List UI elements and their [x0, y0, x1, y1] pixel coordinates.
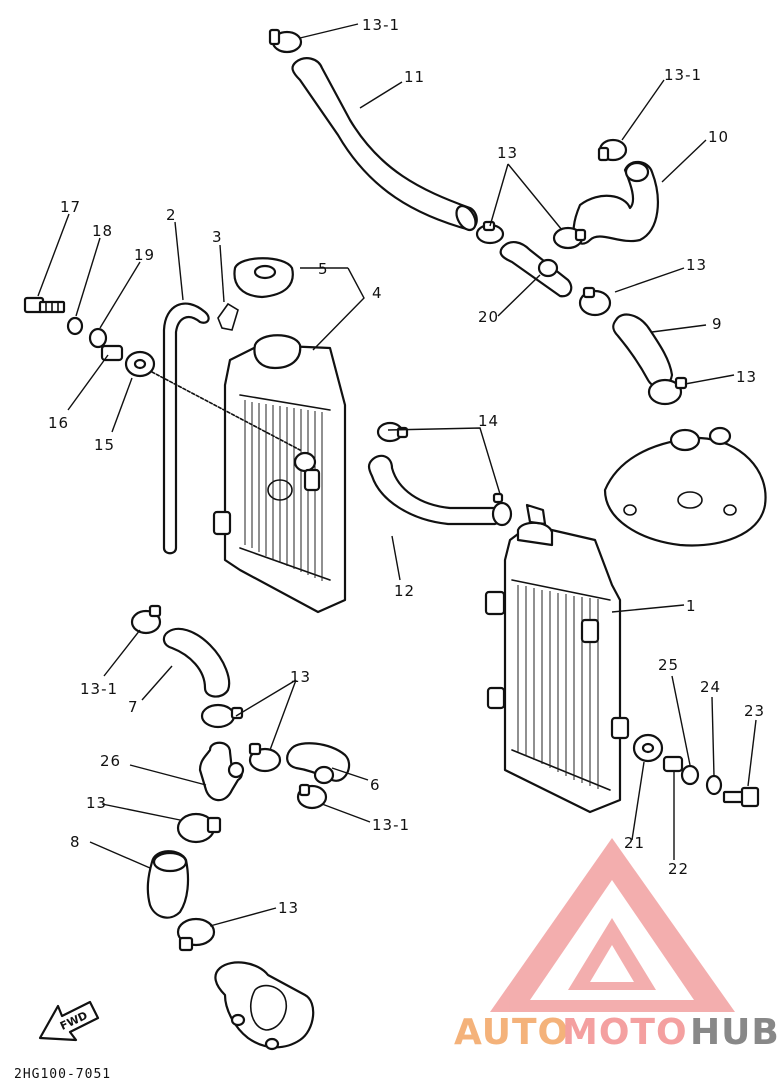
callout-13-e: 13 — [290, 668, 311, 686]
bolt-17 — [23, 296, 66, 314]
washer-19 — [88, 327, 108, 349]
washer-18 — [66, 316, 84, 336]
callout-1: 1 — [686, 597, 697, 615]
callout-7: 7 — [128, 698, 139, 716]
callout-20: 20 — [478, 308, 499, 326]
pipe-20 — [499, 241, 573, 298]
clamp-13-1-lower-left — [130, 604, 162, 635]
clip-3 — [217, 302, 239, 331]
callout-19: 19 — [134, 246, 155, 264]
clamp-13-h — [176, 917, 216, 952]
callout-17: 17 — [60, 198, 81, 216]
callout-13-h: 13 — [278, 899, 299, 917]
callout-13-g: 13 — [86, 794, 107, 812]
callout-13-1-lower: 13-1 — [372, 816, 410, 834]
collar-22 — [662, 755, 684, 773]
watermark-logo — [490, 838, 735, 1012]
grommet-15 — [124, 350, 156, 378]
callout-labels: 13-1 11 13-1 10 13 13 9 13 20 2 3 5 4 17… — [48, 16, 765, 917]
hose-11 — [291, 57, 478, 232]
callout-12: 12 — [394, 582, 415, 600]
clamp-13-d — [647, 376, 688, 406]
watermark-auto: AUTO — [454, 1012, 569, 1053]
hose-6 — [286, 742, 351, 785]
assembly-line — [151, 371, 301, 451]
callout-13-1-top: 13-1 — [362, 16, 400, 34]
callout-10: 10 — [708, 128, 729, 146]
washer-24 — [705, 774, 723, 796]
callout-13-1-right: 13-1 — [664, 66, 702, 84]
callout-25: 25 — [658, 656, 679, 674]
callout-3: 3 — [212, 228, 223, 246]
callout-15: 15 — [94, 436, 115, 454]
diagram-code: 2HG100-7051 — [14, 1067, 111, 1082]
callout-18: 18 — [92, 222, 113, 240]
cylinder-head — [603, 426, 767, 547]
callout-14: 14 — [478, 412, 499, 430]
clamp-13-1-top — [268, 28, 303, 54]
callout-26: 26 — [100, 752, 121, 770]
callout-24: 24 — [700, 678, 721, 696]
washer-25 — [680, 764, 700, 786]
callout-9: 9 — [712, 315, 723, 333]
callout-2: 2 — [166, 206, 177, 224]
callout-4: 4 — [372, 284, 383, 302]
leader-lines — [37, 23, 757, 927]
water-pump-cover — [214, 961, 315, 1051]
callout-22: 22 — [668, 860, 689, 878]
grommet-21 — [632, 733, 664, 763]
clamp-13-1-lower — [296, 783, 328, 810]
hose-7 — [162, 627, 231, 698]
fwd-arrow: FWD — [38, 1000, 100, 1042]
callout-8: 8 — [70, 833, 81, 851]
clamp-13-a — [475, 220, 505, 245]
callout-13-d: 13 — [736, 368, 757, 386]
clamp-14-a — [376, 421, 409, 443]
clamp-13-c — [578, 286, 612, 317]
clamp-13-1-right — [597, 138, 628, 162]
hose-9 — [612, 313, 674, 389]
callout-6: 6 — [370, 776, 381, 794]
radiator-left-4 — [212, 334, 347, 614]
callout-23: 23 — [744, 702, 765, 720]
radiator-right-1 — [484, 503, 630, 814]
bolt-23 — [722, 786, 760, 808]
watermark-hub: HUB — [690, 1012, 780, 1053]
hose-8 — [146, 850, 190, 919]
collar-16 — [100, 344, 124, 362]
pipe-26 — [198, 741, 245, 802]
callout-13-c: 13 — [686, 256, 707, 274]
callout-13-a: 13 — [497, 144, 518, 162]
callout-13-1-lower-left: 13-1 — [80, 680, 118, 698]
callout-16: 16 — [48, 414, 69, 432]
clamp-14-b — [491, 492, 513, 527]
hose-12 — [367, 454, 502, 526]
watermark-text: AUTO MOTO HUB — [454, 1012, 780, 1053]
callout-5: 5 — [318, 260, 329, 278]
radiator-cap-5 — [233, 257, 294, 299]
overflow-tube-2 — [162, 302, 210, 555]
clamp-13-b — [552, 226, 587, 250]
watermark-moto: MOTO — [562, 1012, 688, 1053]
clamp-13-e — [200, 703, 244, 729]
hose-10 — [572, 160, 659, 245]
callout-21: 21 — [624, 834, 645, 852]
callout-11: 11 — [404, 68, 425, 86]
clamp-13-g — [176, 812, 222, 844]
clamp-13-f — [248, 742, 282, 773]
